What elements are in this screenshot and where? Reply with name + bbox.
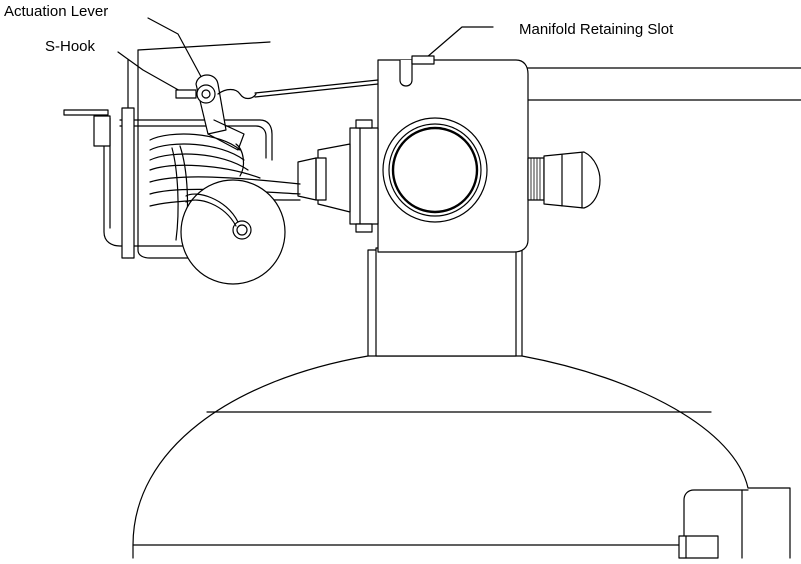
gauge-port-mid <box>388 123 482 217</box>
label-actuation-lever: Actuation Lever <box>4 3 109 20</box>
coil-line <box>149 176 301 185</box>
neck-collar <box>375 247 517 357</box>
pull-cable <box>254 79 379 98</box>
lever-pivot <box>196 84 216 104</box>
pull-wire <box>185 193 239 223</box>
s-hook <box>175 89 197 99</box>
cable-line-2 <box>254 83 379 98</box>
pull-ring-disc <box>180 179 286 285</box>
coil-line <box>149 133 241 151</box>
bracket-loop <box>103 119 191 247</box>
bracket-crossbar <box>119 119 273 161</box>
lever-arm <box>195 74 227 135</box>
coil-line <box>149 143 245 161</box>
bracket-post <box>121 107 135 259</box>
lever-pivot-pin <box>201 89 211 99</box>
s-hook-curl <box>217 88 257 100</box>
bracket-crossbar-inner <box>119 125 267 159</box>
cable-line <box>254 79 379 94</box>
label-manifold-retaining-slot: Manifold Retaining Slot <box>519 21 674 38</box>
cylinder-outline <box>132 249 791 559</box>
fitting-nut <box>543 151 601 209</box>
leader-s-hook <box>117 51 183 93</box>
pull-wire-2 <box>185 199 237 227</box>
coil-line <box>171 147 179 241</box>
pull-disc-hole-inner <box>236 224 248 236</box>
lever-link <box>207 119 245 151</box>
flange-bottom-lug <box>355 223 373 233</box>
nameplate-bracket <box>683 489 749 559</box>
flange-top-lug <box>355 119 373 129</box>
valve-block <box>377 55 529 253</box>
gauge-port-inner <box>391 126 479 214</box>
fitting-threads <box>527 157 545 201</box>
mounting-block <box>93 115 111 147</box>
foot-box <box>678 535 719 559</box>
gauge-port-outer <box>382 117 488 223</box>
right-fitting <box>527 151 601 209</box>
coil-line <box>149 164 261 179</box>
slot-cap <box>411 55 435 65</box>
valve-block-body <box>377 59 529 253</box>
bracket-left <box>137 49 201 259</box>
coil-line <box>235 143 245 177</box>
leader-actuation-lever <box>147 17 206 85</box>
actuator-ring <box>315 157 327 201</box>
pull-disc-hole <box>232 220 252 240</box>
outlet-pipe <box>511 67 801 101</box>
flange-plate <box>349 127 379 225</box>
label-s-hook: S-Hook <box>45 38 96 55</box>
bracket-top <box>137 41 271 51</box>
manifold-retaining-slot <box>399 60 413 87</box>
cylinder-neck <box>375 247 517 357</box>
actuator-stem <box>297 157 317 201</box>
bracket-frame <box>63 41 273 259</box>
actuator-flange <box>297 119 379 233</box>
mounting-tab <box>63 109 109 116</box>
coil-line <box>149 153 249 171</box>
actuation-lever <box>175 74 257 151</box>
